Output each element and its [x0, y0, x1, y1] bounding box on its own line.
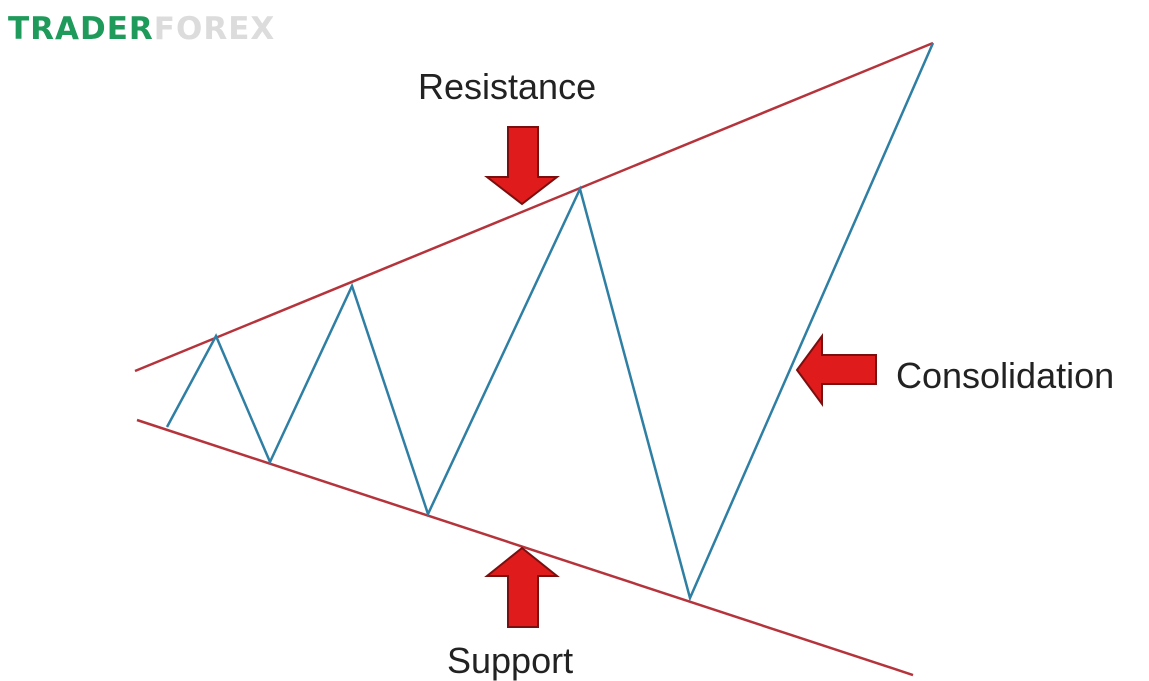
traderforex-logo: TRADERFOREX — [8, 14, 275, 45]
resistance-trendline — [134, 41, 934, 373]
resistance-arrow-icon — [484, 126, 560, 206]
consolidation-label: Consolidation — [896, 355, 1115, 396]
logo-text-forex: FOREX — [153, 11, 276, 47]
logo-text-trader: TRADER — [8, 11, 154, 47]
consolidation-arrow-icon — [795, 332, 877, 408]
support-trendline — [136, 418, 914, 677]
support-label: Support — [447, 640, 574, 681]
support-arrow-icon — [484, 546, 560, 628]
price-zigzag-line — [165, 42, 935, 602]
resistance-label: Resistance — [418, 66, 597, 107]
